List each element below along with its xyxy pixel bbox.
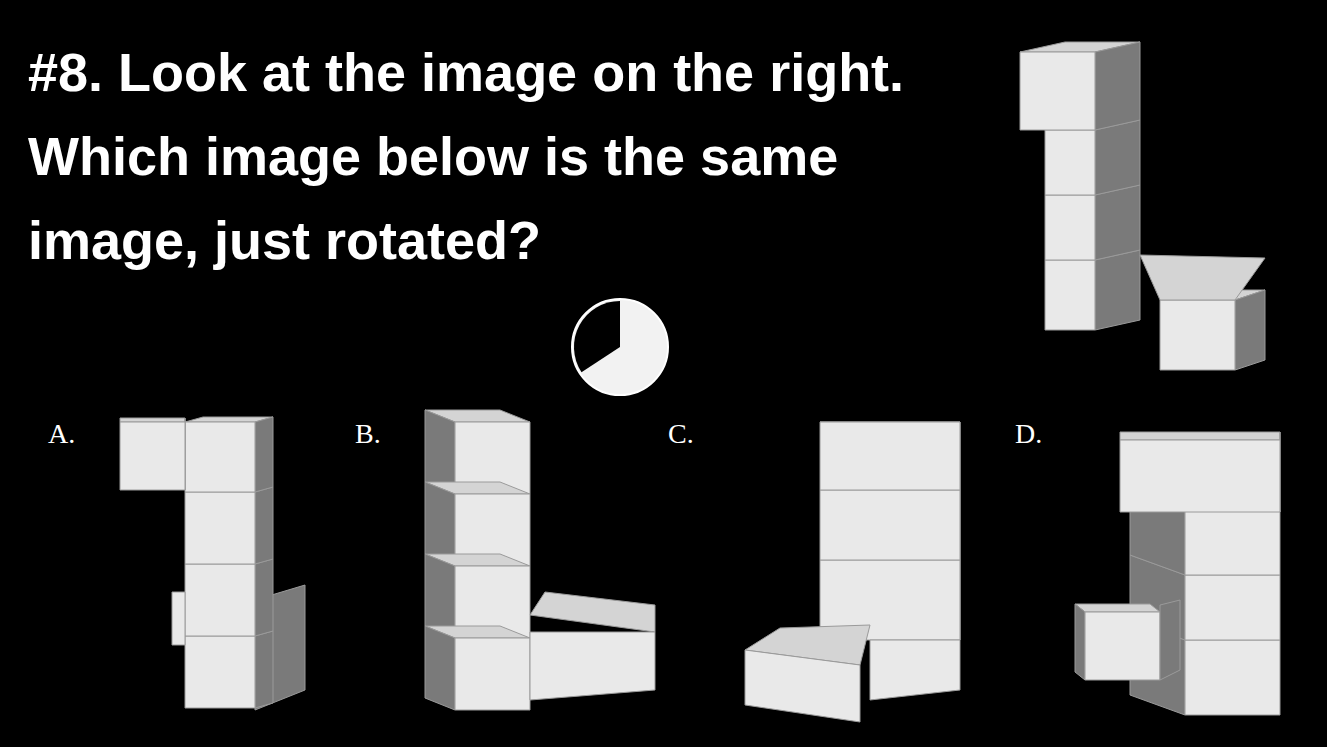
question-title: #8. Look at the image on the right. Whic… [28, 30, 958, 282]
block-front [1120, 440, 1280, 512]
timer-pie [572, 299, 668, 395]
block-front [1085, 612, 1160, 680]
option-c-figure [745, 422, 960, 722]
option-label: C. [668, 418, 694, 450]
option-label: A. [48, 418, 75, 450]
block-top [1120, 432, 1280, 440]
block-side [1095, 120, 1140, 195]
block-front [1185, 575, 1280, 640]
option-a-figure [120, 417, 305, 710]
block-front [185, 636, 255, 708]
block-side [1095, 42, 1140, 130]
block-top [1140, 255, 1265, 300]
block-side [255, 417, 273, 492]
block-front [1185, 640, 1280, 715]
block-front [185, 564, 255, 636]
block-front [1045, 130, 1095, 195]
block-front [530, 632, 655, 700]
block-front [455, 638, 530, 710]
option-b-figure [425, 410, 655, 710]
block-side [255, 487, 273, 564]
block-top [1075, 604, 1160, 612]
block-front [745, 650, 860, 722]
block-side [425, 482, 455, 566]
block-side [1095, 250, 1140, 330]
block-front [820, 422, 960, 490]
block-side [1075, 604, 1085, 680]
block-front [1045, 260, 1095, 330]
block-side [425, 554, 455, 638]
timer-elapsed [574, 301, 620, 372]
reference-figure [1020, 42, 1265, 370]
option-d-figure [1075, 432, 1280, 715]
option-label: D. [1015, 418, 1042, 450]
block-side [255, 559, 273, 636]
block-front [172, 592, 185, 645]
block-side [255, 631, 273, 708]
block-front [120, 422, 185, 490]
block-front [1160, 300, 1235, 370]
block-front [1020, 52, 1095, 130]
block-side [1160, 600, 1180, 680]
block-front [870, 640, 960, 700]
block-front [185, 422, 255, 492]
block-side [1235, 290, 1265, 370]
block-side [425, 410, 455, 494]
block-side [425, 626, 455, 710]
block-front [820, 490, 960, 560]
timer-face [572, 299, 668, 395]
block-top [530, 592, 655, 632]
block-side [1095, 185, 1140, 260]
block-front [1045, 195, 1095, 260]
block-front [185, 492, 255, 564]
option-label: B. [355, 418, 381, 450]
block-top [120, 418, 185, 422]
block-front [1185, 510, 1280, 575]
